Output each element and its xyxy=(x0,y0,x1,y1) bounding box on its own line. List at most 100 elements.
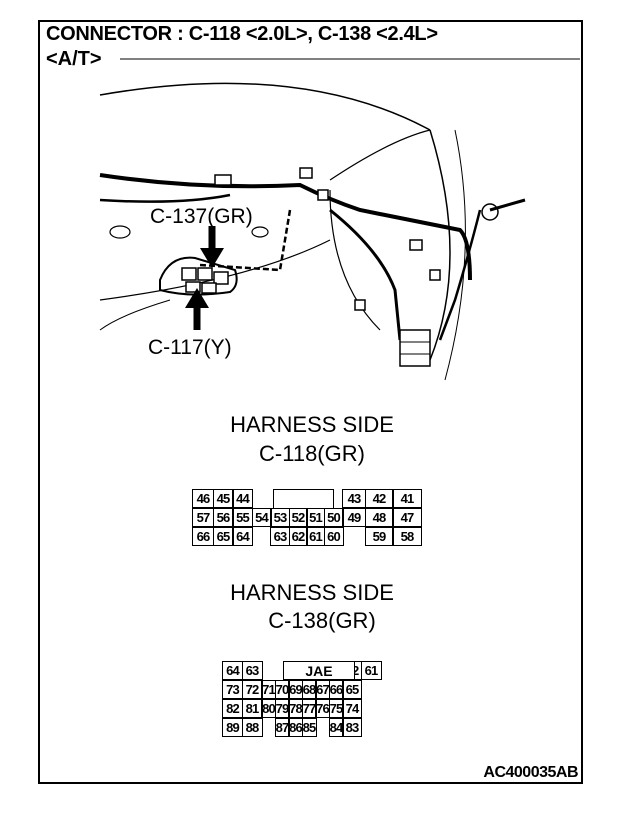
terminal-pin: 87 xyxy=(274,718,290,737)
terminal-pin: 85 xyxy=(301,718,317,737)
terminal-blank xyxy=(342,527,366,546)
harness-connector xyxy=(214,174,232,186)
harness-grommet-lead xyxy=(489,198,526,212)
connector-c-137 xyxy=(197,267,213,281)
connector1-heading: HARNESS SIDE xyxy=(230,412,394,437)
arrow-c-117-head xyxy=(185,288,209,308)
terminal-pin: 70 xyxy=(274,680,290,699)
harness-connector xyxy=(409,239,423,251)
harness-right-branch xyxy=(438,209,482,341)
terminal-pin: 71 xyxy=(261,680,276,699)
console-connector-block xyxy=(399,329,431,367)
connector-c-138-label: JAE xyxy=(283,661,355,680)
terminal-pin: 51 xyxy=(306,508,325,527)
terminal-pin: 84 xyxy=(328,718,344,737)
figure-code: AC400035AB xyxy=(483,764,578,781)
terminal-pin: 64 xyxy=(222,661,243,680)
terminal-pin: 83 xyxy=(342,718,362,737)
terminal-pin: 81 xyxy=(241,699,263,718)
harness-connector xyxy=(317,189,329,201)
terminal-pin: 64 xyxy=(232,527,253,546)
terminal-pin: 75 xyxy=(328,699,344,718)
terminal-pin: 42 xyxy=(364,489,394,508)
terminal-pin: 50 xyxy=(323,508,344,527)
dashboard-lower-edge xyxy=(99,239,331,301)
terminal-pin: 58 xyxy=(392,527,422,546)
page-title: CONNECTOR : C-118 <2.0L>, C-138 <2.4L> xyxy=(46,23,438,45)
terminal-pin: 55 xyxy=(232,508,253,527)
terminal-pin: 44 xyxy=(232,489,253,508)
terminal-pin: 77 xyxy=(301,699,317,718)
terminal-pin: 62 xyxy=(288,527,308,546)
terminal-pin: 66 xyxy=(328,680,344,699)
main-harness xyxy=(99,173,472,281)
terminal-pin: 65 xyxy=(342,680,362,699)
harness-branch xyxy=(99,193,231,203)
terminal-pin: 57 xyxy=(192,508,214,527)
terminal-pin: 63 xyxy=(241,661,263,680)
terminal-pin: 89 xyxy=(222,718,243,737)
terminal-pin: 74 xyxy=(342,699,362,718)
terminal-pin: 76 xyxy=(315,699,330,718)
dashboard-top-edge xyxy=(99,82,431,131)
connector-c-118-key xyxy=(273,489,334,509)
console-top-curve xyxy=(329,129,431,181)
terminal-pin: 48 xyxy=(364,508,394,527)
terminal-pin: 53 xyxy=(270,508,290,527)
connector-cluster-outline xyxy=(159,256,238,296)
terminal-pin: 49 xyxy=(342,508,366,527)
connector-c-137 xyxy=(213,271,229,285)
terminal-pin: 88 xyxy=(241,718,263,737)
terminal-pin: 41 xyxy=(392,489,422,508)
terminal-pin: 61 xyxy=(306,527,325,546)
harness-connector xyxy=(354,299,366,311)
terminal-pin: 63 xyxy=(270,527,290,546)
harness-console-branch xyxy=(329,208,402,341)
diagram-frame xyxy=(38,20,583,784)
terminal-pin: 59 xyxy=(364,527,394,546)
connector2-name: C-138(GR) xyxy=(268,608,376,633)
grommet xyxy=(481,203,499,221)
terminal-pin: 69 xyxy=(288,680,303,699)
page-title-transmission: <A/T> xyxy=(46,48,102,70)
terminal-pin: 56 xyxy=(212,508,234,527)
callout-c-117: C-117(Y) xyxy=(148,336,232,359)
connector-c-137 xyxy=(181,267,197,281)
terminal-pin: 60 xyxy=(323,527,344,546)
terminal-pin: 65 xyxy=(212,527,234,546)
connector-c-117 xyxy=(201,282,217,294)
terminal-pin: 86 xyxy=(288,718,303,737)
arrow-c-137-head xyxy=(200,248,224,268)
terminal-pin: 78 xyxy=(288,699,303,718)
terminal-pin: 46 xyxy=(192,489,214,508)
harness-clip xyxy=(251,226,269,238)
connector2-heading: HARNESS SIDE xyxy=(230,580,394,605)
harness-clip xyxy=(109,225,131,239)
dashboard-bottom-edge xyxy=(99,299,171,331)
callout-c-137: C-137(GR) xyxy=(150,205,253,228)
terminal-pin: 43 xyxy=(342,489,366,508)
terminal-blank xyxy=(252,489,272,508)
terminal-blank xyxy=(252,527,272,546)
terminal-pin: 73 xyxy=(222,680,243,699)
console-right-curve xyxy=(444,129,466,381)
terminal-pin: 67 xyxy=(315,680,330,699)
terminal-pin: 82 xyxy=(222,699,243,718)
terminal-pin: 66 xyxy=(192,527,214,546)
harness-connector xyxy=(429,269,441,281)
terminal-pin: 47 xyxy=(392,508,422,527)
connector1-name: C-118(GR) xyxy=(259,441,365,466)
terminal-pin: 54 xyxy=(251,508,272,527)
terminal-pin: 79 xyxy=(274,699,290,718)
harness-connector xyxy=(299,167,313,179)
terminal-pin: 68 xyxy=(301,680,317,699)
terminal-pin: 45 xyxy=(212,489,234,508)
terminal-pin: 61 xyxy=(360,661,382,680)
